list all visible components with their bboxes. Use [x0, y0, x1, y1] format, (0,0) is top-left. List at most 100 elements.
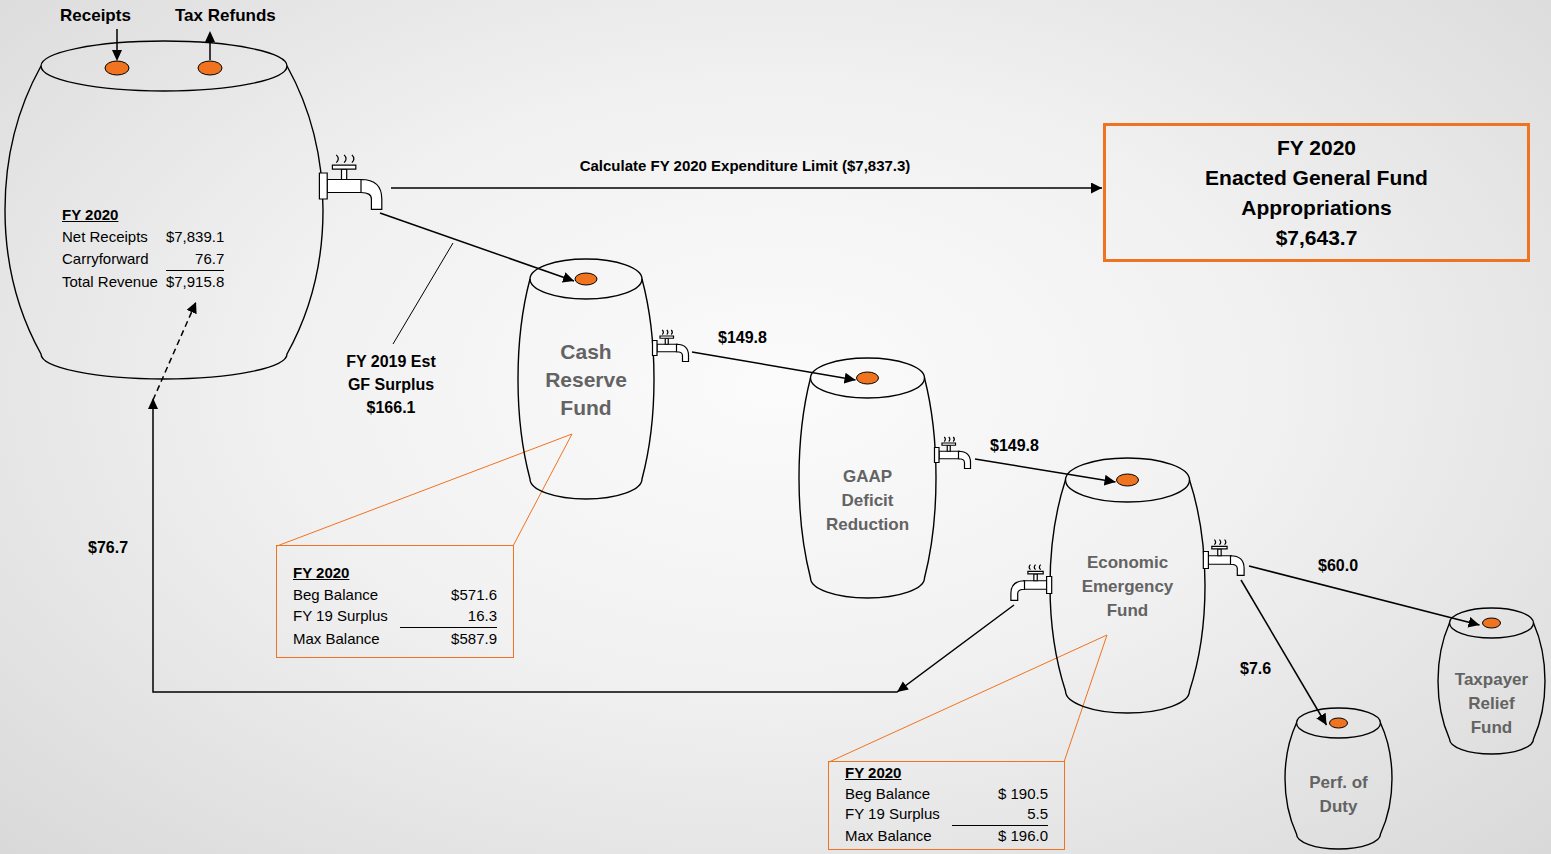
- inlet-dot: [105, 61, 129, 75]
- faucet-spout: [1231, 556, 1245, 576]
- leader-line: [393, 243, 453, 344]
- barrel-top: [1450, 608, 1534, 638]
- barrel-outline: [1285, 723, 1392, 849]
- flow-amount: $76.7: [88, 538, 128, 558]
- amount: $7,915.8: [166, 271, 224, 293]
- faucet-stem: [342, 169, 347, 179]
- table-heading: FY 2020: [845, 763, 1048, 784]
- flow-amount: $149.8: [990, 436, 1039, 456]
- faucet-stem: [947, 445, 950, 451]
- barrel-outline: [5, 66, 323, 379]
- faucet-handle: [1028, 571, 1043, 574]
- row-label: Beg Balance: [845, 784, 940, 805]
- flow-label: Tax Refunds: [175, 6, 276, 26]
- barrel-top: [1297, 708, 1381, 738]
- flow-arrow: [975, 459, 1116, 482]
- faucet-handle-grip: [662, 330, 672, 335]
- callout-box: FY 2020Beg Balance $571.6 FY 19 Surplus 16.…: [276, 545, 514, 658]
- faucet-flange: [935, 448, 940, 463]
- fund-barrel: Perf. of Duty: [1285, 707, 1392, 850]
- faucet-flange: [653, 341, 658, 356]
- fund-barrel: Taxpayer Relief Fund: [1438, 607, 1545, 755]
- inlet-dot: [1117, 474, 1139, 486]
- barrel-outline: [1438, 623, 1545, 754]
- fund-table: FY 2020Beg Balance$ 190.5FY 19 Surplus5.…: [845, 763, 1048, 846]
- table-heading: FY 2020: [62, 204, 224, 226]
- row-label: Max Balance: [293, 628, 388, 650]
- fund-barrel: Economic Emergency Fund: [1050, 457, 1205, 714]
- table-grid: Beg Balance $571.6 FY 19 Surplus 16.3Max Ba…: [293, 584, 497, 650]
- barrel-label: Perf. of Duty: [1299, 771, 1379, 819]
- faucet-stem: [665, 338, 668, 344]
- flow-amount: Calculate FY 2020 Expenditure Limit ($7,…: [535, 157, 955, 175]
- faucet-handle-grip: [1214, 540, 1225, 545]
- box-text: Enacted General Fund Appropriations: [1182, 163, 1452, 223]
- callout-leader: [277, 434, 572, 546]
- arrow-head: [205, 31, 215, 42]
- faucet-flange: [1203, 552, 1208, 569]
- row-label: FY 19 Surplus: [293, 605, 388, 628]
- row-label: Total Revenue: [62, 271, 158, 293]
- faucet-icon: [1011, 565, 1052, 601]
- box-text: $7,643.7: [1276, 223, 1358, 253]
- inflow-arrow: [116, 29, 118, 51]
- faucet-spout: [361, 180, 382, 210]
- faucet-icon: [935, 437, 971, 469]
- fund-table: FY 2020Net Receipts$7,839.1Carryforward7…: [62, 204, 224, 293]
- flow-arrow: [391, 187, 1102, 189]
- flow-amount: FY 2019 Est GF Surplus $166.1: [335, 350, 447, 419]
- row-label: Beg Balance: [293, 584, 388, 606]
- table-heading: FY 2020: [293, 562, 497, 584]
- row-label: FY 19 Surplus: [845, 804, 940, 826]
- faucet-spout: [1011, 581, 1025, 601]
- amount: 5.5: [952, 804, 1048, 826]
- barrel-top: [1066, 458, 1190, 502]
- barrel-label: GAAP Deficit Reduction: [820, 465, 916, 537]
- faucet-handle: [1212, 546, 1227, 549]
- flow-amount: $60.0: [1318, 556, 1358, 576]
- flow-label: Receipts: [60, 6, 131, 26]
- flow-arrow: [380, 213, 574, 281]
- faucet-pipe: [327, 180, 362, 193]
- flow-arrow: [692, 352, 856, 380]
- faucet-spout: [677, 344, 689, 361]
- inlet-dot: [1483, 618, 1501, 628]
- callout-box: FY 2020Beg Balance$ 190.5FY 19 Surplus5.…: [828, 761, 1065, 850]
- faucet-handle-grip: [1029, 565, 1040, 570]
- barrel-outline: [1050, 480, 1205, 713]
- faucet-flange: [1047, 577, 1052, 594]
- faucet-pipe: [1024, 581, 1047, 590]
- amount: $7,839.1: [166, 226, 224, 248]
- fund-barrel: Cash Reserve Fund: [518, 258, 654, 500]
- arrow-head: [112, 50, 122, 61]
- inlet-dot: [857, 372, 879, 384]
- barrel-top: [811, 358, 925, 398]
- flow-arrow: [1249, 566, 1480, 625]
- barrel-label: Cash Reserve Fund: [530, 338, 642, 422]
- amount: $ 196.0: [952, 826, 1048, 847]
- faucet-handle: [332, 165, 355, 169]
- faucet-icon: [653, 330, 689, 362]
- faucet-handle: [942, 443, 956, 445]
- fund-barrel: GAAP Deficit Reduction: [799, 357, 936, 599]
- appropriations-box: FY 2020Enacted General Fund Appropriatio…: [1103, 123, 1530, 262]
- faucet-stem: [1218, 549, 1221, 556]
- faucet-handle-grip: [944, 437, 954, 442]
- faucet-handle: [660, 336, 674, 338]
- faucet-spout: [959, 451, 971, 468]
- table-grid: Net Receipts$7,839.1Carryforward76.7Tota…: [62, 226, 224, 293]
- inlet-dot: [575, 273, 597, 285]
- barrel-top: [530, 259, 642, 299]
- row-label: Net Receipts: [62, 226, 158, 248]
- amount: 76.7: [166, 248, 224, 271]
- table-grid: Beg Balance$ 190.5FY 19 Surplus5.5Max Ba…: [845, 784, 1048, 847]
- outflow-arrow: [209, 41, 211, 60]
- fund-barrel: FY 2020Net Receipts$7,839.1Carryforward7…: [5, 40, 323, 380]
- amount: $571.6: [400, 584, 497, 606]
- faucet-stem: [1034, 574, 1037, 581]
- callout-leader: [829, 635, 1107, 762]
- fund-table: FY 2020Beg Balance $571.6 FY 19 Surplus 16.…: [293, 562, 497, 649]
- faucet-icon: [1203, 540, 1244, 576]
- amount: 16.3: [400, 605, 497, 628]
